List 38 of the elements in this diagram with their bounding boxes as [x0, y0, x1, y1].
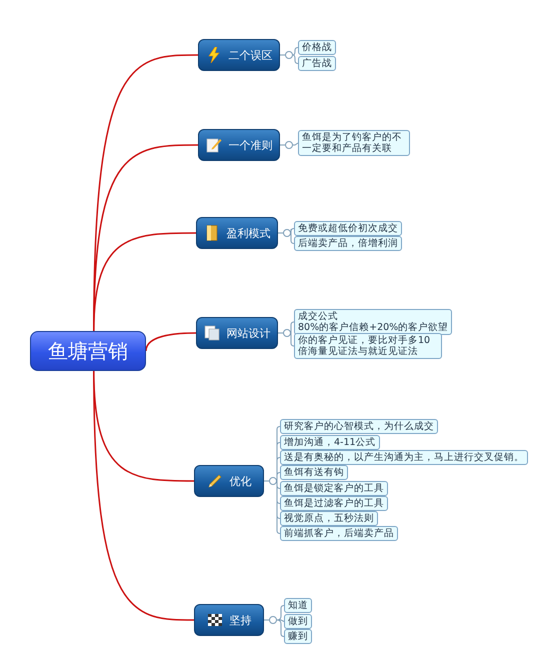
- subtopic-label: 广告战: [298, 56, 336, 70]
- subtopic-label: 增加沟通，4-11公式: [280, 434, 380, 450]
- topic-box: [196, 217, 278, 249]
- central-topic-box: [30, 331, 146, 371]
- subtopic-label: 鱼饵是过滤客户的工具: [280, 496, 388, 510]
- note-box: [294, 309, 452, 335]
- subtopic-label: 视觉原点，五秒法则: [280, 510, 378, 526]
- subtopic-label: 知道: [284, 598, 312, 612]
- connector-line: [280, 142, 298, 146]
- topic-box: [196, 317, 278, 349]
- connector-line: [93, 232, 196, 332]
- topic-label: 网站设计: [226, 326, 270, 340]
- topic-box: [194, 604, 264, 636]
- topic-label: 优化: [230, 474, 252, 488]
- topic-label: 一个准则: [228, 138, 272, 152]
- topic-label: 二个误区: [228, 48, 272, 62]
- subtopic-label: 价格战: [298, 40, 336, 54]
- topic-box: [194, 465, 264, 497]
- note-text: 成交公式: [298, 311, 339, 322]
- subtopic-label: 鱼饵有送有钩: [280, 464, 348, 480]
- subtopic-label: 做到: [284, 614, 312, 628]
- note-text: 80%的客户信赖+20%的客户欲望: [298, 322, 448, 333]
- subtopic-label: 赚到: [284, 628, 312, 644]
- topic-label: 盈利模式: [226, 226, 270, 240]
- subtopic-label: 鱼饵是为了钓客户的不一定要和产品有关联: [298, 130, 410, 156]
- connector-line: [93, 370, 194, 621]
- topic-label: 鱼塘营销: [48, 338, 128, 364]
- subtopic-label: 鱼饵是锁定客户的工具: [280, 480, 388, 496]
- subtopic-label: 送是有奥秘的，以产生沟通为主，马上进行交叉促销。: [280, 450, 528, 464]
- topic-box: [198, 129, 280, 161]
- subtopic-label: 免费或超低价初次成交: [294, 220, 402, 236]
- topic-box: [198, 39, 280, 71]
- connector-line: [145, 332, 196, 352]
- subtopic-label: 前端抓客户，后端卖产品: [280, 526, 398, 540]
- topic-label: 坚持: [230, 612, 252, 628]
- subtopic-label: 后端卖产品，倍增利润: [294, 236, 402, 250]
- subtopic-label: 研究客户的心智模式，为什么成交: [280, 418, 438, 434]
- subtopic-label: 你的客户见证，要比对手多10倍海量见证法与就近见证法: [294, 333, 442, 359]
